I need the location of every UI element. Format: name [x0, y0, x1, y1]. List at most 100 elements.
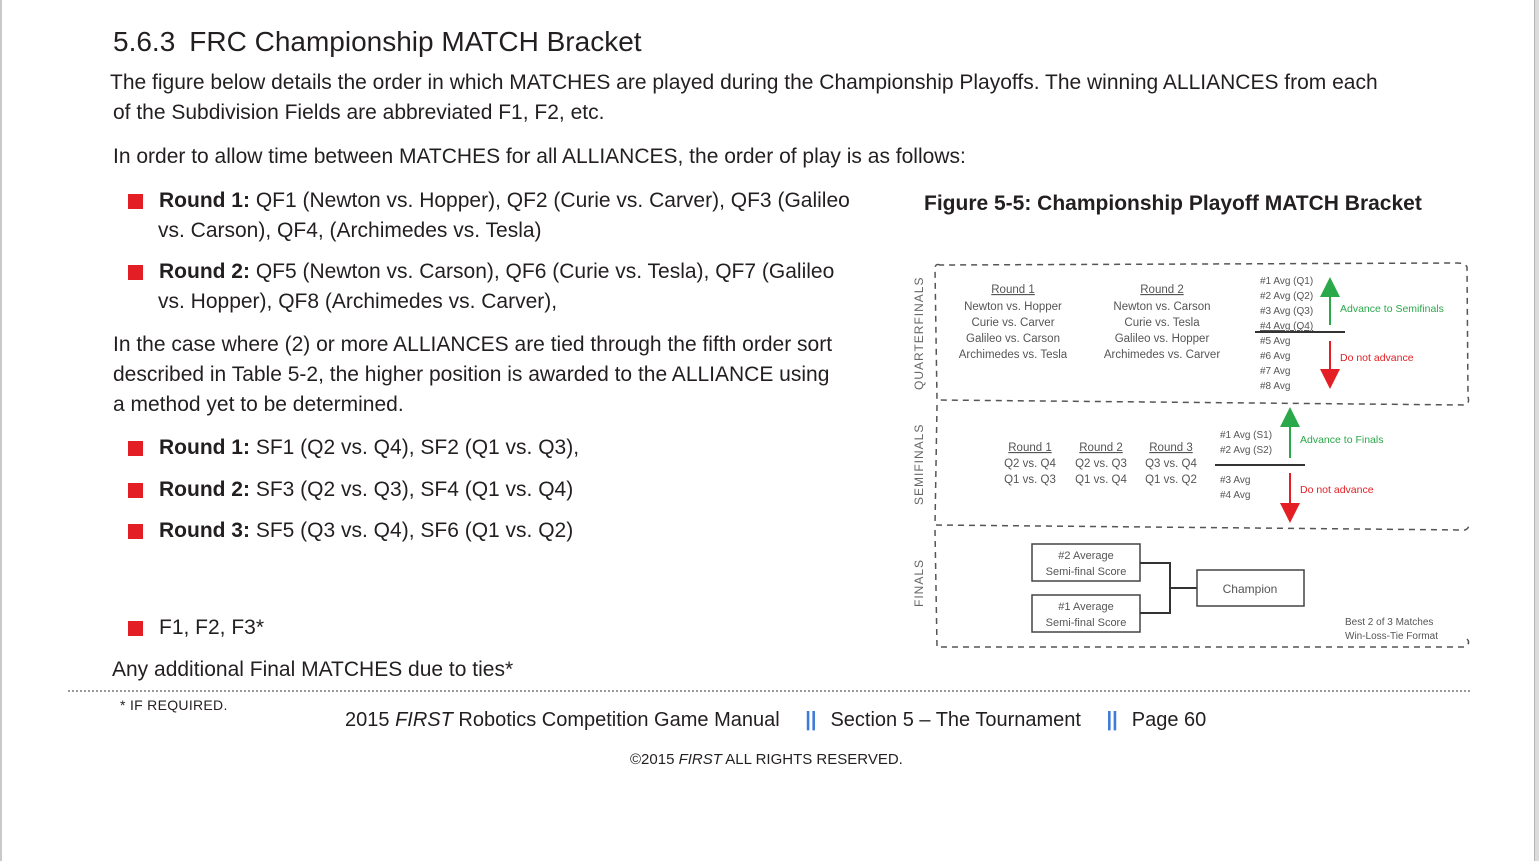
qf-rank-item: #6 Avg	[1260, 351, 1290, 362]
footer-separator: ||	[1106, 709, 1118, 731]
champion-label: Champion	[1223, 582, 1278, 596]
semifinals-label: SEMIFINALS	[912, 424, 926, 505]
sf-rank-item: #2 Avg (S2)	[1220, 445, 1272, 456]
qf-fig-round-2-title: Round 2	[1140, 284, 1183, 296]
footer-divider	[68, 690, 1470, 692]
qf-rank-item: #1 Avg (Q1)	[1260, 276, 1313, 287]
footer-manual: Robotics Competition Game Manual	[458, 709, 780, 731]
finals-seed-2-line-1: #2 Average	[1058, 550, 1113, 562]
qf-rank-item: #8 Avg	[1260, 381, 1290, 392]
footer-first: FIRST	[395, 709, 453, 731]
additional-finals-text: Any additional Final MATCHES due to ties…	[112, 658, 514, 681]
bullet-square-icon	[128, 621, 143, 636]
sf-no-advance-label: Do not advance	[1300, 484, 1374, 496]
sf-fig-round-2-title: Round 2	[1079, 442, 1122, 454]
qf-round-2-item: Round 2: QF5 (Newton vs. Carson), QF6 (C…	[128, 257, 835, 287]
sf-fig-round-2-match: Q1 vs. Q4	[1075, 474, 1127, 486]
sf-fig-round-3-title: Round 3	[1149, 442, 1192, 454]
quarterfinals-label: QUARTERFINALS	[912, 277, 926, 390]
sf-rank-item: #1 Avg (S1)	[1220, 430, 1272, 441]
sf-fig-round-3-match: Q1 vs. Q2	[1145, 474, 1197, 486]
footer-year: 2015	[345, 709, 390, 731]
qf-fig-round-2-match: Galileo vs. Hopper	[1115, 333, 1210, 345]
tie-text-line-1: In the case where (2) or more ALLIANCES …	[113, 333, 833, 356]
sf-fig-round-1-match: Q1 vs. Q3	[1004, 474, 1056, 486]
sf-fig-round-2-match: Q2 vs. Q3	[1075, 458, 1127, 470]
champion-box	[1196, 569, 1305, 607]
sf-round-2-text: SF3 (Q2 vs. Q3), SF4 (Q1 vs. Q4)	[255, 478, 574, 501]
sf-advance-label: Advance to Finals	[1300, 434, 1383, 446]
tie-text-line-3: a method yet to be determined.	[113, 393, 404, 416]
finals-box	[934, 529, 1470, 648]
sf-round-2-item: Round 2: SF3 (Q2 vs. Q3), SF4 (Q1 vs. Q4…	[128, 475, 574, 505]
bullet-square-icon	[128, 524, 143, 539]
bullet-square-icon	[128, 194, 143, 209]
bullet-square-icon	[128, 483, 143, 498]
qf-fig-round-1-match: Newton vs. Hopper	[964, 301, 1062, 313]
bullet-square-icon	[128, 265, 143, 280]
section-number: 5.6.3	[113, 26, 176, 57]
qf-rank-item: #5 Avg	[1260, 336, 1290, 347]
qf-round-1-item: Round 1: QF1 (Newton vs. Hopper), QF2 (C…	[128, 186, 850, 216]
sf-fig-round-1-title: Round 1	[1008, 442, 1051, 454]
finals-format-line-2: Win-Loss-Tie Format	[1345, 631, 1438, 642]
qf-round-2-text: QF5 (Newton vs. Carson), QF6 (Curie vs. …	[255, 260, 835, 283]
semifinals-box	[934, 404, 1470, 531]
qf-fig-round-1-match: Archimedes vs. Tesla	[959, 349, 1068, 361]
sf-round-1-item: Round 1: SF1 (Q2 vs. Q4), SF2 (Q1 vs. Q3…	[128, 433, 580, 463]
window-scrollbar[interactable]	[1534, 0, 1539, 861]
sf-rank-item: #4 Avg	[1220, 490, 1250, 501]
intro-line-2: of the Subdivision Fields are abbreviate…	[113, 101, 605, 124]
sf-rank-item: #3 Avg	[1220, 475, 1250, 486]
copyright-suffix: ALL RIGHTS RESERVED.	[725, 751, 903, 768]
finals-label: FINALS	[912, 559, 926, 607]
sf-fig-round-3-match: Q3 vs. Q4	[1145, 458, 1197, 470]
qf-no-advance-label: Do not advance	[1340, 352, 1414, 364]
qf-rank-item: #2 Avg (Q2)	[1260, 291, 1313, 302]
finals-seed-1-line-2: Semi-final Score	[1046, 617, 1127, 629]
finals-item-text: F1, F2, F3*	[159, 616, 265, 639]
sf-fig-round-1-match: Q2 vs. Q4	[1004, 458, 1056, 470]
qf-round-1-text: QF1 (Newton vs. Hopper), QF2 (Curie vs. …	[255, 189, 850, 212]
intro-line-1: The figure below details the order in wh…	[110, 71, 1378, 94]
qf-rank-item: #4 Avg (Q4)	[1260, 321, 1313, 332]
finals-seed-2-line-2: Semi-final Score	[1046, 566, 1127, 578]
page-left-edge	[0, 0, 2, 861]
sf-round-1-label: Round 1:	[159, 436, 250, 459]
copyright: ©2015 FIRST ALL RIGHTS RESERVED.	[630, 751, 903, 768]
finals-item: F1, F2, F3*	[128, 613, 265, 643]
qf-round-2-text-cont: vs. Hopper), QF8 (Archimedes vs. Carver)…	[158, 290, 558, 313]
sf-round-3-text: SF5 (Q3 vs. Q4), SF6 (Q1 vs. Q2)	[255, 519, 574, 542]
finals-bracket-lines	[1140, 562, 1197, 614]
figure-caption: Figure 5-5: Championship Playoff MATCH B…	[924, 192, 1422, 215]
qf-fig-round-1-match: Galileo vs. Carson	[966, 333, 1060, 345]
copyright-prefix: ©2015	[630, 751, 675, 768]
sf-round-1-text: SF1 (Q2 vs. Q4), SF2 (Q1 vs. Q3),	[255, 436, 580, 459]
order-intro: In order to allow time between MATCHES f…	[113, 145, 966, 168]
finals-format-line-1: Best 2 of 3 Matches	[1345, 617, 1433, 628]
qf-fig-round-1-match: Curie vs. Carver	[971, 317, 1054, 329]
sf-round-2-label: Round 2:	[159, 478, 250, 501]
qf-rank-item: #3 Avg (Q3)	[1260, 306, 1313, 317]
section-title: FRC Championship MATCH Bracket	[189, 26, 642, 57]
playoff-bracket-diagram: QUARTERFINALS SEMIFINALS FINALS Round 1 …	[912, 262, 1470, 648]
qf-round-2-label: Round 2:	[159, 260, 250, 283]
section-heading: 5.6.3 FRC Championship MATCH Bracket	[113, 26, 642, 58]
qf-rank-item: #7 Avg	[1260, 366, 1290, 377]
footer-separator: ||	[805, 709, 817, 731]
finals-seed-2-box	[1031, 543, 1141, 582]
finals-seed-1-box	[1031, 594, 1141, 633]
qf-fig-round-2-match: Newton vs. Carson	[1113, 301, 1210, 313]
footnote: * IF REQUIRED.	[120, 697, 228, 713]
sf-round-3-label: Round 3:	[159, 519, 250, 542]
qf-round-1-label: Round 1:	[159, 189, 250, 212]
qf-round-1-text-cont: vs. Carson), QF4, (Archimedes vs. Tesla)	[158, 219, 542, 242]
quarterfinals-box	[934, 262, 1470, 406]
tie-text-line-2: described in Table 5-2, the higher posit…	[113, 363, 830, 386]
page-footer: 2015 FIRST Robotics Competition Game Man…	[345, 709, 1206, 732]
footer-section: Section 5 – The Tournament	[830, 709, 1081, 731]
qf-fig-round-2-match: Curie vs. Tesla	[1124, 317, 1200, 329]
finals-seed-1-line-1: #1 Average	[1058, 601, 1113, 613]
qf-advance-label: Advance to Semifinals	[1340, 303, 1444, 315]
qf-fig-round-2-match: Archimedes vs. Carver	[1104, 349, 1220, 361]
